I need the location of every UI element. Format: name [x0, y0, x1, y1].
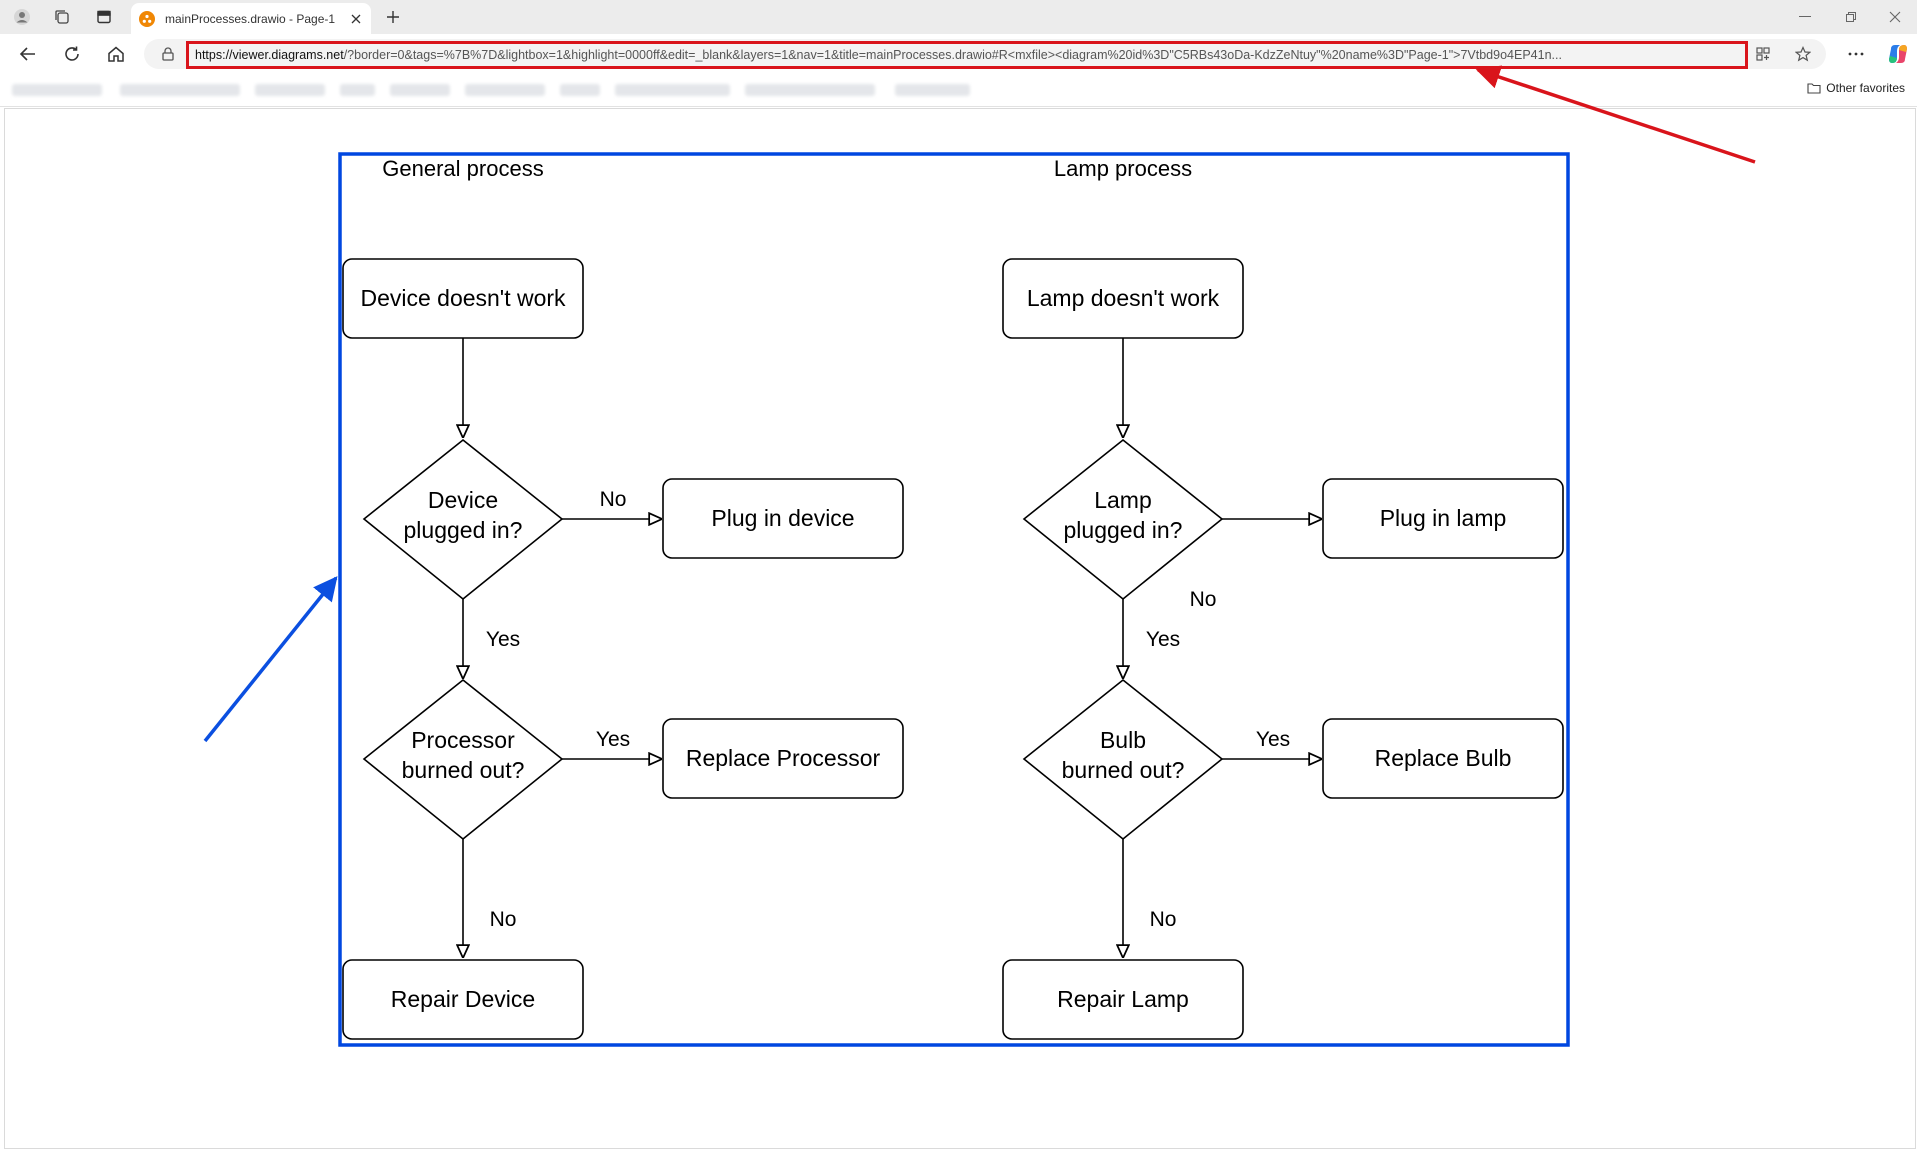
page-content: [4, 108, 1916, 1149]
action-node[interactable]: [662, 718, 904, 799]
highlight-frame: [338, 152, 1570, 1047]
drawio-favicon-icon: [139, 10, 155, 27]
general-process-title: General process: [382, 156, 543, 181]
minimize-icon[interactable]: [1790, 6, 1820, 28]
home-icon[interactable]: [102, 41, 130, 67]
other-favorites[interactable]: Other favorites: [1807, 81, 1905, 95]
folder-icon: [1807, 83, 1821, 94]
url-text[interactable]: https://viewer.diagrams.net/?border=0&ta…: [189, 44, 1739, 66]
lock-icon[interactable]: [160, 46, 176, 62]
edge-label: Yes: [1256, 728, 1290, 751]
tab-title: mainProcesses.drawio - Page-1: [165, 11, 336, 26]
action-node[interactable]: [1322, 718, 1564, 799]
blurred-favorite[interactable]: [895, 84, 970, 96]
copilot-icon[interactable]: [1884, 41, 1912, 67]
back-arrow-icon[interactable]: [14, 41, 42, 67]
edge-label: No: [1190, 588, 1217, 611]
blurred-favorite[interactable]: [560, 84, 600, 96]
end-node[interactable]: [1002, 959, 1244, 1040]
url-path: /?border=0&tags=%7B%7D&lightbox=1&highli…: [343, 48, 1562, 62]
close-tab-icon[interactable]: [347, 10, 365, 28]
action-node[interactable]: [1322, 478, 1564, 559]
url-highlight-box: https://viewer.diagrams.net/?border=0&ta…: [186, 41, 1748, 69]
more-options-icon[interactable]: [1842, 41, 1870, 67]
blurred-favorite[interactable]: [255, 84, 325, 96]
action-node-label: Replace Processor: [686, 745, 881, 771]
action-node-label: Replace Bulb: [1375, 745, 1512, 771]
favorites-bar: Other favorites: [0, 74, 1917, 107]
favorite-star-icon[interactable]: [1792, 43, 1814, 65]
end-node-label: Repair Lamp: [1057, 986, 1189, 1012]
url-domain: https://viewer.diagrams.net: [195, 48, 344, 62]
close-window-icon[interactable]: [1880, 6, 1910, 28]
blurred-favorite[interactable]: [745, 84, 875, 96]
blurred-favorite[interactable]: [390, 84, 450, 96]
edge-label: Yes: [1146, 628, 1180, 651]
edge-label: Yes: [596, 728, 630, 751]
blurred-favorite[interactable]: [465, 84, 545, 96]
navigation-bar: https://viewer.diagrams.net/?border=0&ta…: [0, 34, 1917, 74]
action-node[interactable]: [662, 478, 904, 559]
blurred-favorite[interactable]: [12, 84, 102, 96]
start-node-label: Lamp doesn't work: [1027, 285, 1220, 311]
active-tab[interactable]: mainProcesses.drawio - Page-1: [131, 3, 371, 34]
edge-label: No: [600, 488, 627, 511]
blue-annotation-arrow: [203, 576, 338, 743]
edge-label: No: [490, 908, 517, 931]
end-node-label: Repair Device: [391, 986, 535, 1012]
action-node-label: Plug in lamp: [1380, 505, 1507, 531]
refresh-icon[interactable]: [58, 41, 86, 67]
tab-strip: mainProcesses.drawio - Page-1: [0, 0, 1917, 34]
vertical-tabs-icon[interactable]: [92, 5, 116, 29]
collections-icon[interactable]: [50, 5, 74, 29]
lamp-process-title: Lamp process: [1054, 156, 1192, 181]
action-node-label: Plug in device: [711, 505, 854, 531]
other-favorites-label: Other favorites: [1826, 81, 1905, 95]
blurred-favorite[interactable]: [615, 84, 730, 96]
edge-label: Yes: [486, 628, 520, 651]
blurred-favorite[interactable]: [340, 84, 375, 96]
profile-icon[interactable]: [10, 5, 34, 29]
end-node[interactable]: [342, 959, 584, 1040]
restore-icon[interactable]: [1836, 6, 1866, 28]
new-tab-icon[interactable]: [381, 5, 405, 29]
blurred-favorite[interactable]: [120, 84, 240, 96]
edge-label: No: [1150, 908, 1177, 931]
address-bar[interactable]: https://viewer.diagrams.net/?border=0&ta…: [144, 39, 1826, 69]
start-node-label: Device doesn't work: [360, 285, 566, 311]
red-annotation-arrow: [1475, 65, 1756, 164]
app-available-icon[interactable]: [1752, 43, 1774, 65]
